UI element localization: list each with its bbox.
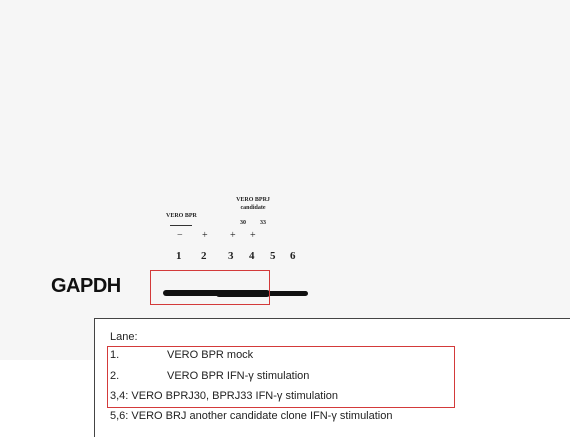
legend-item-4-num: 5,6: [110,410,129,422]
group2-label: VERO BPRJ candidate [233,196,273,212]
highlight-box-legend [107,346,455,408]
lane-number-5: 5 [270,250,276,262]
sign-lane-2: + [202,230,208,241]
sign-lane-4: + [250,230,256,241]
clone-number-30: 30 [240,220,246,226]
legend-item-1: 1. VERO BPR mock [110,349,253,361]
lane-number-4: 4 [249,250,255,262]
clone-number-33: 33 [260,220,266,226]
group2-label-line1: VERO BPRJ [236,197,270,203]
legend-item-3-text: VERO BPRJ30, BPRJ33 IFN-γ stimulation [131,390,339,402]
band-lanes-3-4 [216,290,270,297]
western-blot-image: VERO BPR VERO BPRJ candidate 30 33 − + +… [51,196,308,305]
band-lanes-5-6 [264,291,308,296]
legend-item-2-text: VERO BPR IFN-γ stimulation [167,370,310,382]
sign-lane-1: − [177,230,183,241]
group1-label: VERO BPR [166,213,197,219]
legend-item-1-num: 1. [110,349,120,361]
lane-number-6: 6 [290,250,296,262]
lane-legend: Lane: 1. VERO BPR mock 2. VERO BPR IFN-γ s… [94,318,570,437]
lane-number-1: 1 [176,250,182,262]
legend-item-4-text: VERO BRJ another candidate clone IFN-γ s… [131,410,393,422]
legend-item-1-text: VERO BPR mock [167,349,254,361]
legend-item-3-num: 3,4: [110,390,129,402]
legend-item-3: 3,4: VERO BPRJ30, BPRJ33 IFN-γ stimulati… [110,390,338,402]
group2-label-line2: candidate [240,205,266,211]
legend-item-2: 2. VERO BPR IFN-γ stimulation [110,370,309,382]
band-lanes-1-2 [163,290,221,296]
gapdh-label: GAPDH [51,275,121,297]
group1-underline [170,225,192,226]
legend-item-2-num: 2. [110,370,120,382]
highlight-box-bands [150,270,270,305]
sign-lane-3: + [230,230,236,241]
lane-number-2: 2 [201,250,207,262]
lane-number-3: 3 [228,250,234,262]
legend-title: Lane: [110,331,138,343]
legend-item-4: 5,6: VERO BRJ another candidate clone IF… [110,410,392,422]
group2-clone-numbers: 30 33 [233,220,273,226]
